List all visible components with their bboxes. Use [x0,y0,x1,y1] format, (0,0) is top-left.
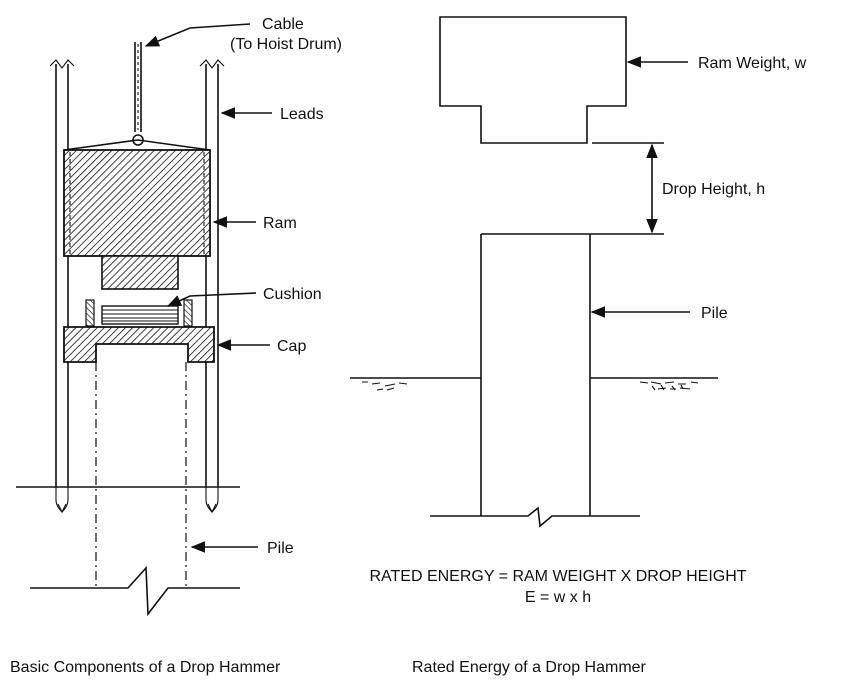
cap-label: Cap [277,338,306,355]
ram-label: Ram [263,215,297,232]
cable-label: Cable [262,16,304,33]
cap-guide-left [85,299,95,327]
equation-line-1: RATED ENERGY = RAM WEIGHT X DROP HEIGHT [369,568,746,585]
cable-sub-label: (To Hoist Drum) [230,36,342,53]
break-line-left [30,566,240,617]
cushion-label: Cushion [263,286,322,303]
cushion [101,305,179,325]
ram-block [439,16,627,144]
equation-line-2: E = w x h [525,589,591,606]
cap-guide-right [183,299,193,327]
pile-label-right: Pile [701,305,728,322]
pile-outline [95,362,187,590]
right-caption: Rated Energy of a Drop Hammer [412,659,647,676]
pile-label-left: Pile [267,540,294,557]
cap [63,326,215,363]
break-line-right [430,506,640,528]
left-caption: Basic Components of a Drop Hammer [10,659,281,676]
left-diagram: Cable (To Hoist Drum) Leads Ram Cushion … [10,16,342,676]
ram-weight-label: Ram Weight, w [698,55,807,72]
leads-right-rail [199,59,225,514]
ground-right [350,377,718,391]
right-diagram: Ram Weight, w Drop Height, h Pile RATED … [350,16,807,676]
drop-height-label: Drop Height, h [662,181,765,198]
ram-striker [101,255,179,290]
cable [63,42,211,151]
leads-label: Leads [280,106,324,123]
ram [63,149,211,257]
leads-left-rail [49,59,75,514]
